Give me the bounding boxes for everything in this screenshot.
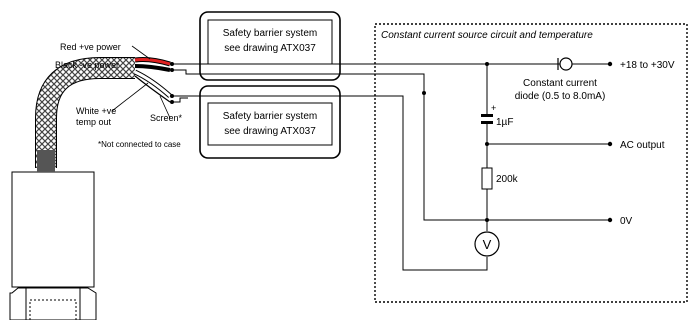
capacitor-plus: + xyxy=(491,103,496,113)
black-wire xyxy=(134,64,171,72)
barrier-2-line1: Safety barrier system xyxy=(223,111,317,122)
white-wire-label-2: temp out xyxy=(76,117,112,127)
circuit-title: Constant current source circuit and temp… xyxy=(381,30,593,41)
barrier-1-line2: see drawing ATX037 xyxy=(224,43,316,54)
white-wire-label-1: White +ve xyxy=(76,106,116,116)
diode-label-1: Constant current xyxy=(523,78,597,89)
screen-label: Screen* xyxy=(150,113,183,123)
diode-label-2: diode (0.5 to 8.0mA) xyxy=(515,91,606,102)
barrier-1-line1: Safety barrier system xyxy=(223,28,317,39)
wires xyxy=(133,57,174,104)
zero-volt-label: 0V xyxy=(620,216,633,227)
cable-gland xyxy=(37,150,55,172)
black-wire-label: Black -ve power xyxy=(55,60,119,70)
supply-terminal xyxy=(607,61,613,67)
safety-barrier-2: Safety barrier system see drawing ATX037 xyxy=(199,85,341,159)
barrier-2-line2: see drawing ATX037 xyxy=(224,126,316,137)
ac-output-terminal xyxy=(607,141,613,147)
screen-wire xyxy=(134,75,171,103)
capacitor-value: 1µF xyxy=(496,117,513,128)
circuit-wires xyxy=(172,63,608,271)
circuit-box xyxy=(374,23,688,303)
constant-current-diode-icon xyxy=(557,57,573,71)
red-wire-label: Red +ve power xyxy=(60,42,121,52)
safety-barrier-1: Safety barrier system see drawing ATX037 xyxy=(199,11,341,81)
resistor-icon xyxy=(481,167,493,190)
sensor-body xyxy=(9,171,97,320)
supply-label: +18 to +30V xyxy=(620,60,675,71)
junction-dots xyxy=(422,62,489,222)
voltmeter-label: V xyxy=(483,237,492,252)
footnote: *Not connected to case xyxy=(98,140,181,149)
ac-output-label: AC output xyxy=(620,140,665,151)
voltmeter-icon xyxy=(474,231,500,257)
zero-volt-terminal xyxy=(607,217,613,223)
capacitor-icon xyxy=(481,114,493,124)
resistor-value: 200k xyxy=(496,174,519,185)
